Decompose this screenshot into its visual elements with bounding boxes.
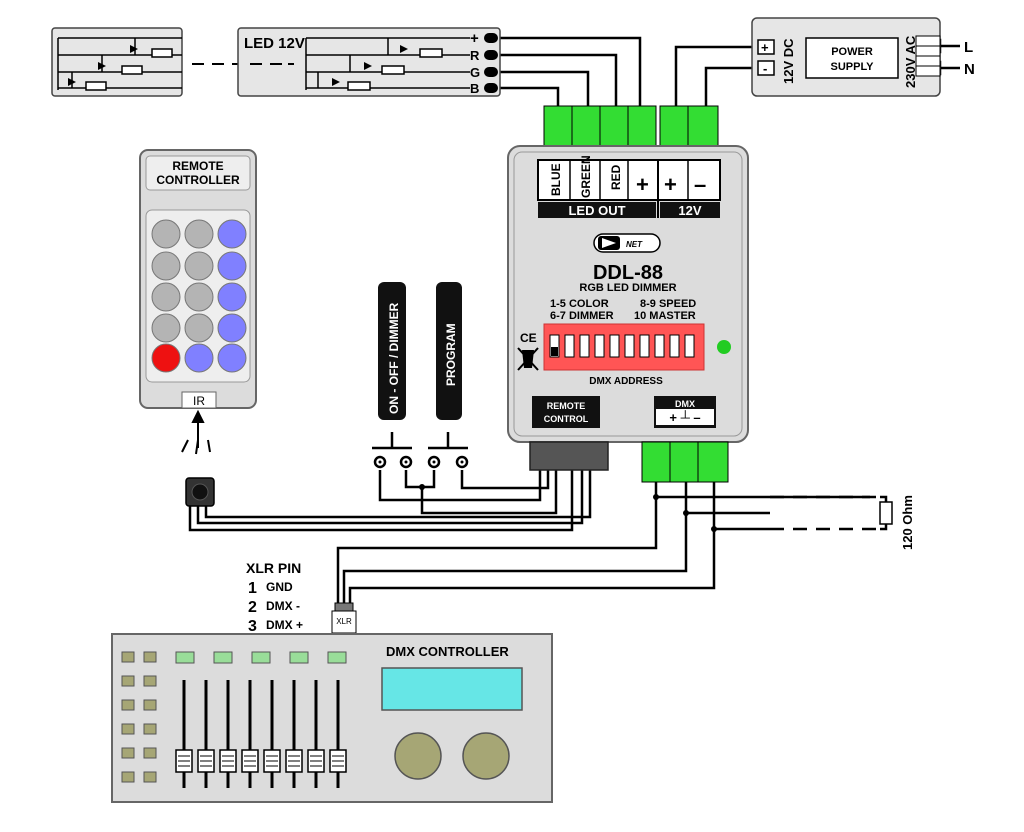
logo-text: NET bbox=[626, 240, 643, 249]
remote-title-2: CONTROLLER bbox=[156, 173, 240, 187]
in-minus-label: – bbox=[694, 172, 706, 197]
xlr-pin-2-label: DMX - bbox=[266, 599, 300, 613]
dimmer-top-terminals bbox=[543, 105, 719, 147]
dip-info-l2: 6-7 DIMMER bbox=[550, 310, 614, 322]
on-off-dimmer-button[interactable]: ON - OFF / DIMMER bbox=[372, 282, 413, 469]
weee-bin-icon bbox=[517, 347, 539, 371]
dimmer-unit: BLUE GREEN RED + + – LED OUT 12V NET DDL… bbox=[507, 145, 749, 443]
remote-button[interactable] bbox=[217, 313, 247, 343]
on-off-label: ON - OFF / DIMMER bbox=[387, 302, 401, 414]
ce-mark: CE bbox=[520, 331, 537, 345]
dip-info-r1: 8-9 SPEED bbox=[640, 298, 696, 310]
junction-dots bbox=[419, 484, 717, 532]
remote-button[interactable] bbox=[184, 282, 214, 312]
terminator-resistor: 120 Ohm bbox=[879, 495, 915, 550]
remote-button[interactable] bbox=[184, 343, 214, 373]
scene-buttons[interactable] bbox=[121, 651, 157, 783]
remote-button[interactable] bbox=[151, 251, 181, 281]
ir-label: IR bbox=[193, 394, 205, 408]
remote-button[interactable] bbox=[217, 343, 247, 373]
psu-name-2: SUPPLY bbox=[830, 61, 874, 73]
status-led bbox=[717, 340, 731, 354]
ir-beam-icon bbox=[181, 409, 211, 455]
xlr-pin-3-num: 3 bbox=[248, 618, 257, 635]
psu-plus: + bbox=[761, 40, 769, 55]
remote-button[interactable] bbox=[217, 251, 247, 281]
remote-power-button[interactable] bbox=[151, 343, 181, 373]
dip-info-r2: 10 MASTER bbox=[634, 310, 696, 322]
power-supply: + - 12V DC POWER SUPPLY 230V AC L N bbox=[751, 17, 975, 97]
remote-button[interactable] bbox=[151, 313, 181, 343]
xlr-title: XLR PIN bbox=[246, 560, 301, 576]
knob-right[interactable] bbox=[462, 732, 510, 780]
remote-button[interactable] bbox=[217, 282, 247, 312]
in-plus-label: + bbox=[664, 172, 677, 197]
remote-control-label-1: REMOTE bbox=[547, 401, 586, 411]
v12-label: 12V bbox=[678, 203, 701, 218]
remote-control-label-2: CONTROL bbox=[544, 414, 589, 424]
remote-button[interactable] bbox=[184, 313, 214, 343]
xlr-connector-label: XLR bbox=[336, 617, 352, 626]
faders[interactable] bbox=[175, 680, 347, 788]
xlr-pin-1-num: 1 bbox=[248, 580, 257, 597]
led-out-label: LED OUT bbox=[568, 203, 625, 218]
dmx-address-label: DMX ADDRESS bbox=[589, 376, 663, 387]
ir-receiver bbox=[185, 477, 215, 507]
xlr-pin-1-label: GND bbox=[266, 580, 293, 594]
dmx-controller-title: DMX CONTROLLER bbox=[386, 644, 509, 659]
led-strip-label: LED 12V bbox=[244, 35, 305, 52]
dmx-label: DMX bbox=[675, 399, 695, 409]
remote-button[interactable] bbox=[217, 219, 247, 249]
out-red-label: RED bbox=[609, 164, 623, 190]
program-label: PROGRAM bbox=[444, 323, 458, 386]
brand-logo: NET bbox=[593, 233, 661, 253]
remote-button[interactable] bbox=[151, 282, 181, 312]
dmx-pins-label: + ┴ – bbox=[669, 410, 700, 425]
remote-title-1: REMOTE bbox=[172, 159, 223, 173]
mains-l: L bbox=[964, 39, 973, 56]
psu-dc-label: 12V DC bbox=[781, 38, 796, 84]
psu-ac-label: 230V AC bbox=[903, 35, 918, 88]
model-name: DDL-88 bbox=[593, 262, 663, 284]
out-blue-label: BLUE bbox=[549, 163, 563, 196]
mains-n: N bbox=[964, 61, 975, 78]
dip-switch[interactable] bbox=[543, 323, 705, 371]
model-subtitle: RGB LED DIMMER bbox=[579, 282, 676, 294]
lcd-display bbox=[381, 667, 523, 711]
pin-b-label: B bbox=[470, 81, 479, 96]
pin-g-label: G bbox=[470, 65, 480, 80]
pin-plus-label: + bbox=[470, 30, 479, 47]
knob-left[interactable] bbox=[394, 732, 442, 780]
remote-button[interactable] bbox=[151, 219, 181, 249]
remote-button[interactable] bbox=[184, 219, 214, 249]
xlr-connector: XLR bbox=[331, 602, 357, 634]
channel-buttons[interactable] bbox=[175, 651, 347, 664]
xlr-pin-legend: XLR PIN 1 GND 2 DMX - 3 DMX + bbox=[246, 560, 303, 635]
dmx-controller: DMX CONTROLLER bbox=[111, 633, 553, 803]
remote-button[interactable] bbox=[184, 251, 214, 281]
xlr-pin-3-label: DMX + bbox=[266, 618, 303, 632]
led-strip-extension bbox=[51, 27, 183, 97]
out-plus-label: + bbox=[636, 172, 649, 197]
pin-r-label: R bbox=[470, 48, 480, 63]
dip-info-l1: 1-5 COLOR bbox=[550, 298, 609, 310]
terminator-label: 120 Ohm bbox=[900, 495, 915, 550]
out-green-label: GREEN bbox=[579, 155, 593, 198]
remote-control-connector bbox=[529, 441, 609, 471]
dmx-terminals bbox=[641, 441, 729, 483]
remote-controller: REMOTE CONTROLLER IR bbox=[139, 149, 257, 409]
led-strip: LED 12V + R G B bbox=[237, 27, 501, 97]
psu-name-1: POWER bbox=[831, 46, 873, 58]
xlr-pin-2-num: 2 bbox=[248, 599, 257, 616]
program-button[interactable]: PROGRAM bbox=[427, 282, 469, 469]
psu-minus: - bbox=[763, 61, 767, 76]
